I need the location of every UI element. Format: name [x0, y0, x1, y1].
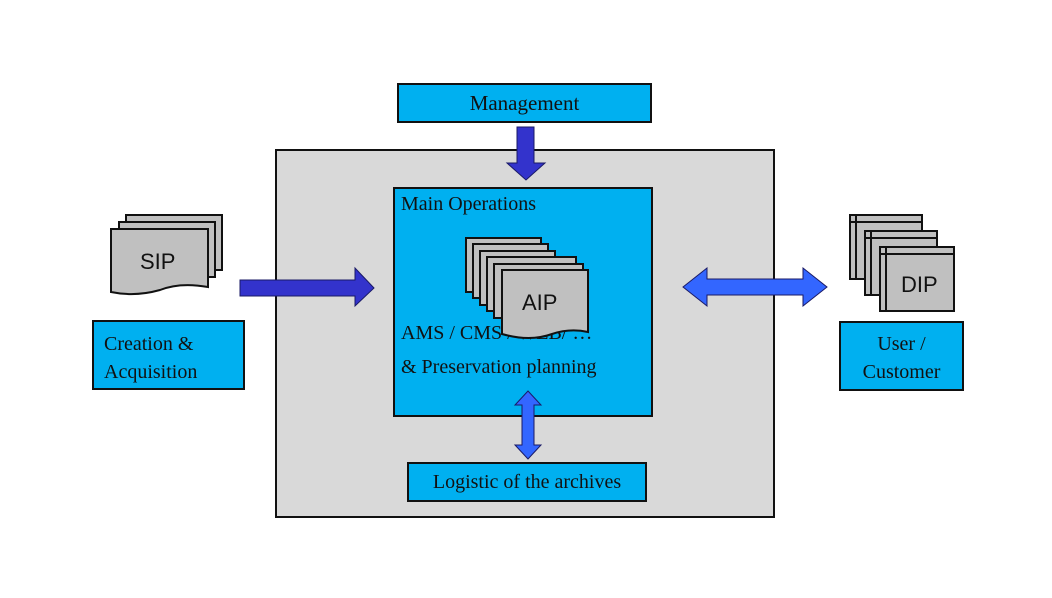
user-line1: User /: [877, 333, 926, 355]
dip-document-stack-icon: DIP: [849, 214, 955, 312]
access-double-arrow: [682, 266, 828, 308]
aip-document-stack-icon: AIP: [465, 237, 589, 339]
sip-document-stack-icon: SIP: [110, 214, 223, 296]
creation-line1: Creation &: [104, 333, 194, 355]
aip-label: AIP: [522, 290, 557, 315]
main-operations-planning: & Preservation planning: [401, 356, 597, 378]
dip-label: DIP: [901, 272, 938, 297]
logistic-box: Logistic of the archives: [407, 462, 647, 502]
creation-line2: Acquisition: [104, 361, 198, 383]
user-line2: Customer: [862, 361, 941, 383]
creation-acquisition-box: Creation & Acquisition: [92, 320, 245, 390]
logistic-double-arrow: [513, 390, 543, 460]
main-operations-title: Main Operations: [401, 193, 536, 215]
logistic-label: Logistic of the archives: [432, 470, 622, 493]
management-label: Management: [469, 90, 580, 115]
user-customer-box: User / Customer: [839, 321, 964, 391]
management-down-arrow: [505, 126, 547, 181]
management-box: Management: [397, 83, 652, 123]
ingest-right-arrow: [239, 266, 375, 308]
sip-label: SIP: [140, 249, 175, 274]
